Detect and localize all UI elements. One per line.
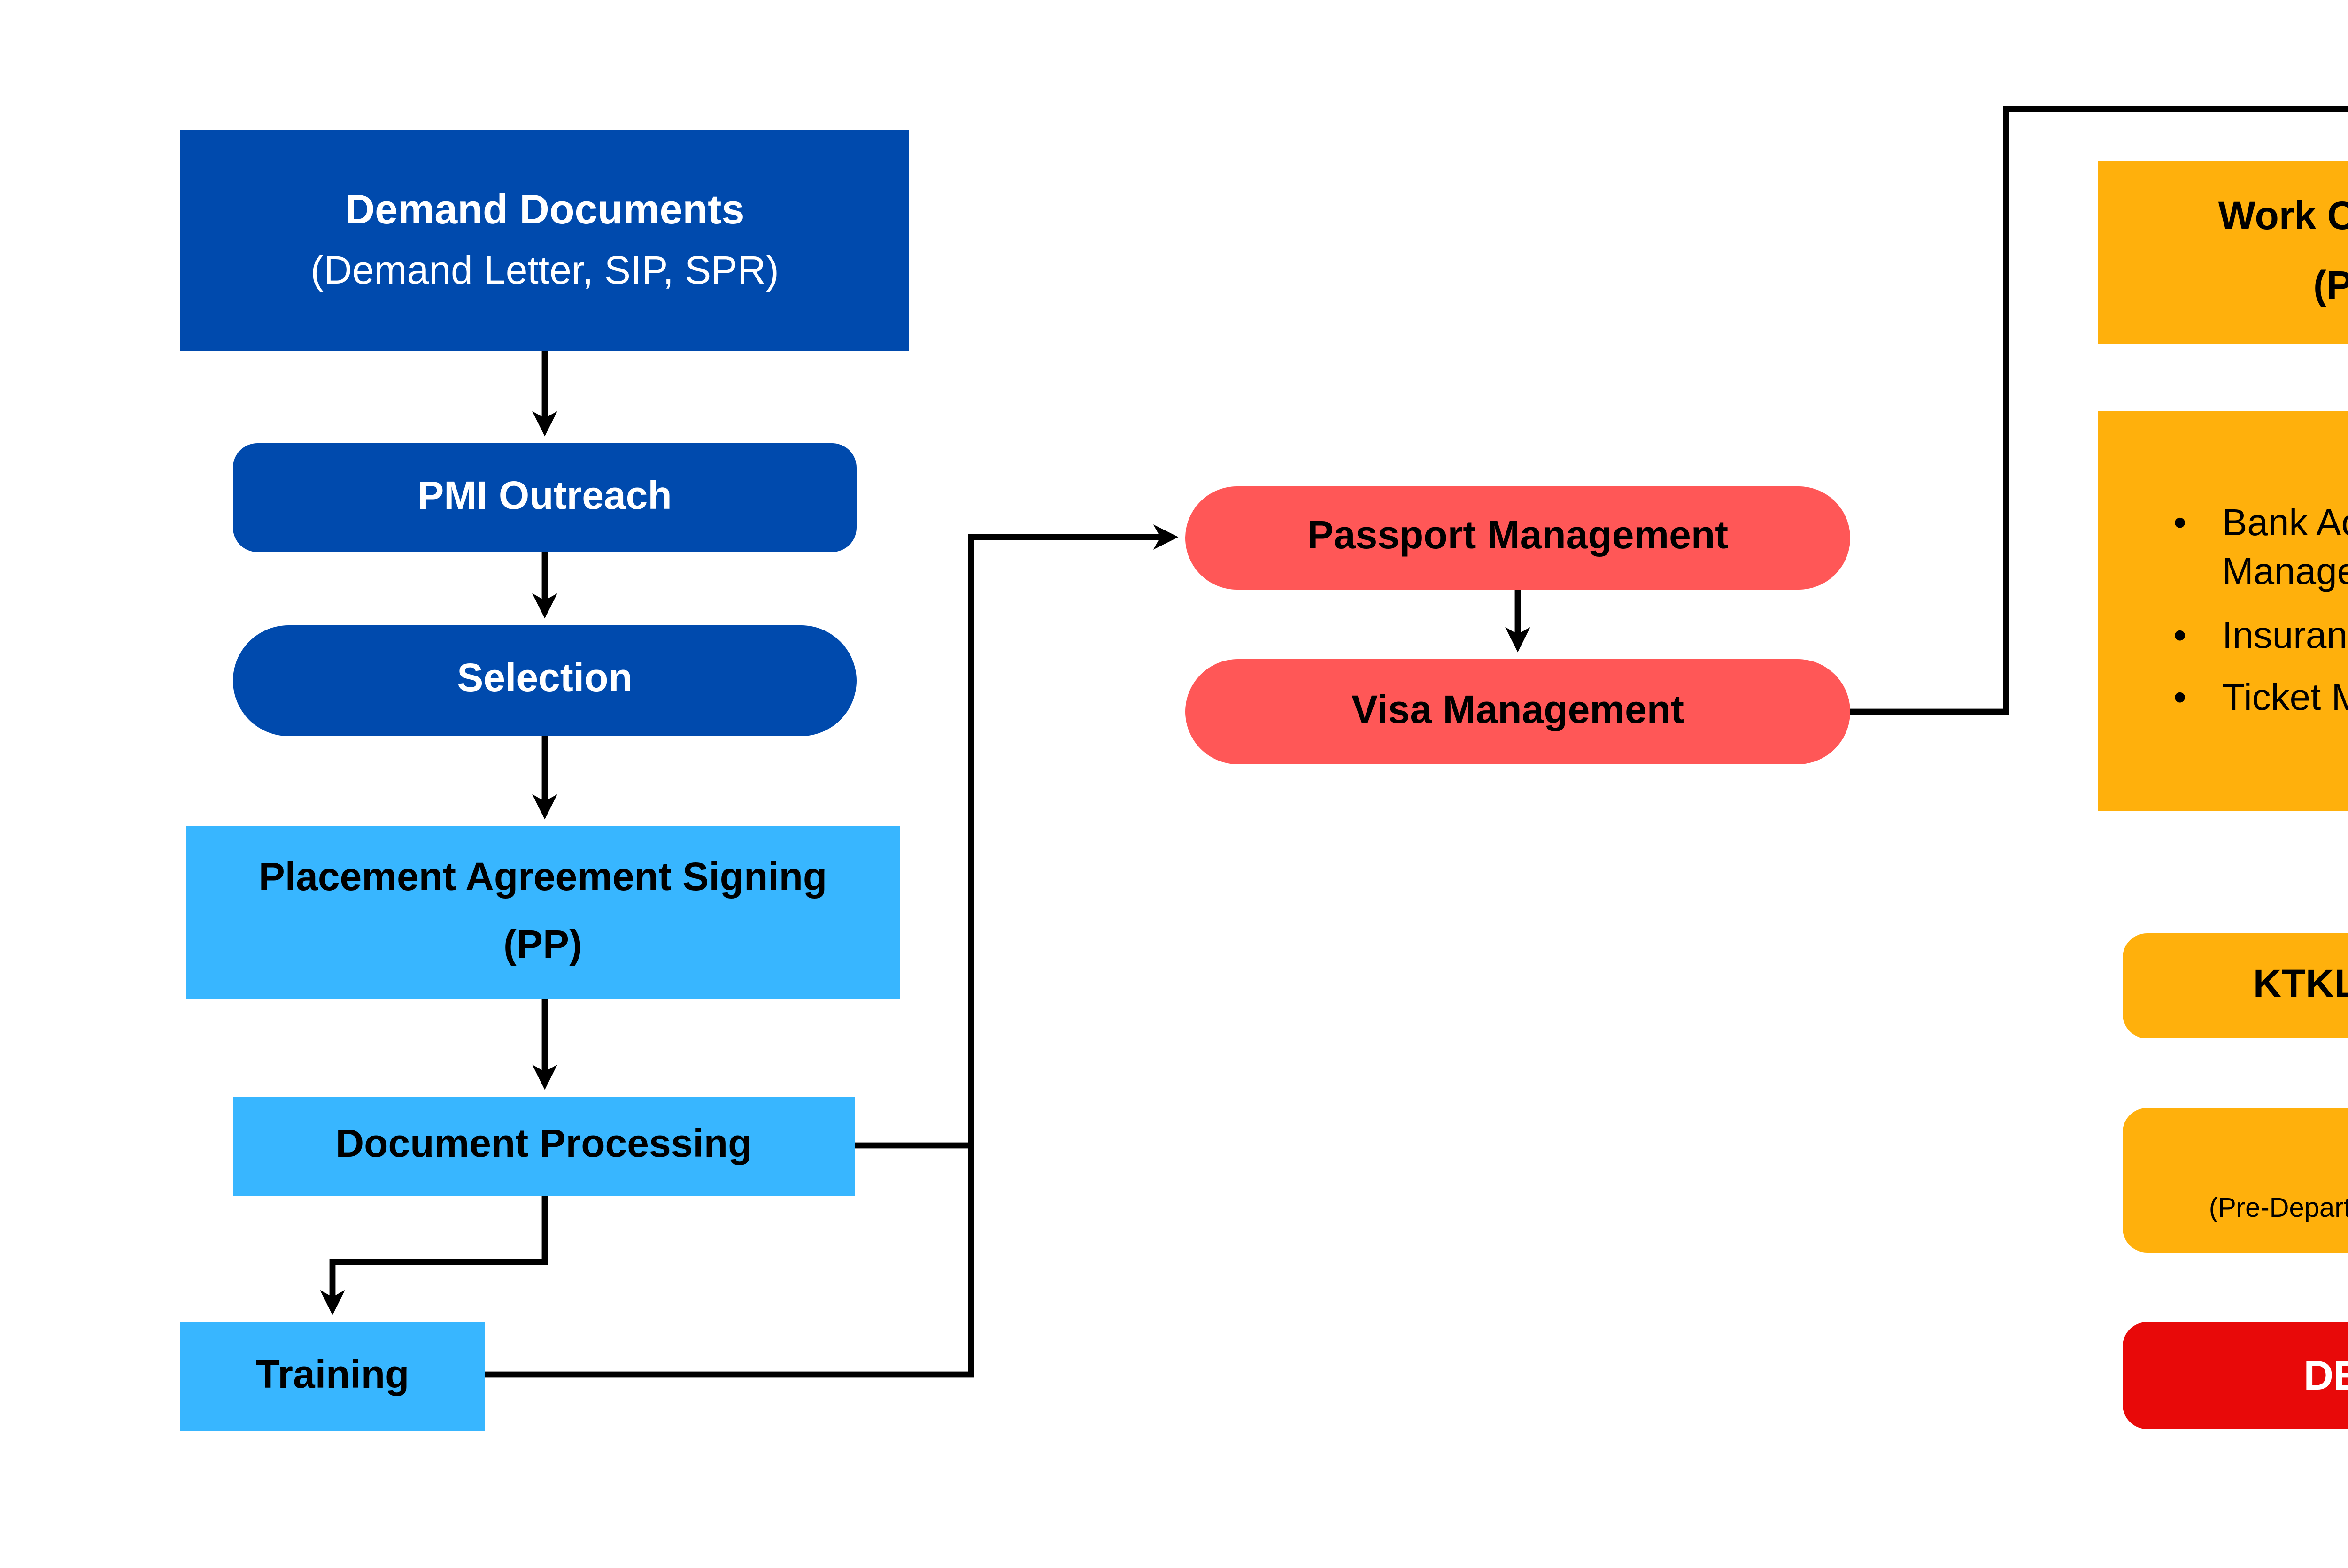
node-departure-label: DEPARTURE [2303, 1352, 2348, 1399]
node-demand-documents: Demand Documents (Demand Letter, SIP, SP… [180, 130, 909, 351]
node-pap: PAP (Pre-Departure Orientation Program) [2123, 1108, 2348, 1253]
node-visa-management: Visa Management [1185, 659, 1850, 764]
task-ticket-management: Ticket Management [2222, 677, 2348, 719]
node-work-contract-signing: Work Contract Signing (PK Signing) [2098, 161, 2348, 344]
node-demand-documents-subtitle: (Demand Letter, SIP, SPR) [310, 250, 779, 293]
node-placement-agreement-signing: Placement Agreement Signing (PP) [186, 826, 900, 999]
node-ktkln-registration: KTKLN Registration [2123, 933, 2348, 1038]
node-pap-subtitle: (Pre-Departure Orientation Program) [2209, 1195, 2348, 1225]
node-departure: DEPARTURE [2123, 1322, 2348, 1429]
list-item: • Ticket Management [2173, 674, 2348, 724]
node-placement-title: Placement Agreement Signing [258, 857, 827, 900]
node-work-contract-title: Work Contract Signing [2218, 196, 2348, 239]
list-item: • Bank Account Management [2173, 499, 2348, 598]
list-item: • Insurance Management [2173, 611, 2348, 661]
node-visa-management-label: Visa Management [1351, 689, 1684, 732]
node-selection-label: Selection [457, 658, 633, 701]
node-training: Training [180, 1322, 485, 1431]
bullet-icon: • [2173, 502, 2187, 544]
task-insurance-management: Insurance Management [2222, 615, 2348, 656]
arrow-docproc-to-training [320, 1196, 548, 1315]
node-demand-documents-title: Demand Documents [345, 185, 745, 232]
node-document-processing-label: Document Processing [335, 1123, 752, 1167]
node-pmi-outreach-label: PMI Outreach [417, 475, 672, 518]
node-selection: Selection [233, 625, 857, 736]
node-passport-management-label: Passport Management [1307, 515, 1729, 559]
task-bank-account-management: Bank Account Management [2222, 502, 2348, 594]
node-work-contract-subtitle: (PK Signing) [2313, 264, 2348, 307]
node-document-processing: Document Processing [233, 1097, 855, 1196]
bullet-icon: • [2173, 677, 2187, 719]
node-passport-management: Passport Management [1185, 486, 1850, 590]
post-contract-task-list: • Bank Account Management • Insurance Ma… [2173, 499, 2348, 723]
node-pmi-outreach: PMI Outreach [233, 443, 857, 552]
bullet-icon: • [2173, 615, 2187, 656]
node-placement-subtitle: (PP) [503, 923, 582, 966]
node-ktkln-label-bold: KTKLN [2253, 963, 2348, 1007]
node-training-label: Training [255, 1353, 409, 1397]
node-post-contract-tasks: • Bank Account Management • Insurance Ma… [2098, 411, 2348, 811]
